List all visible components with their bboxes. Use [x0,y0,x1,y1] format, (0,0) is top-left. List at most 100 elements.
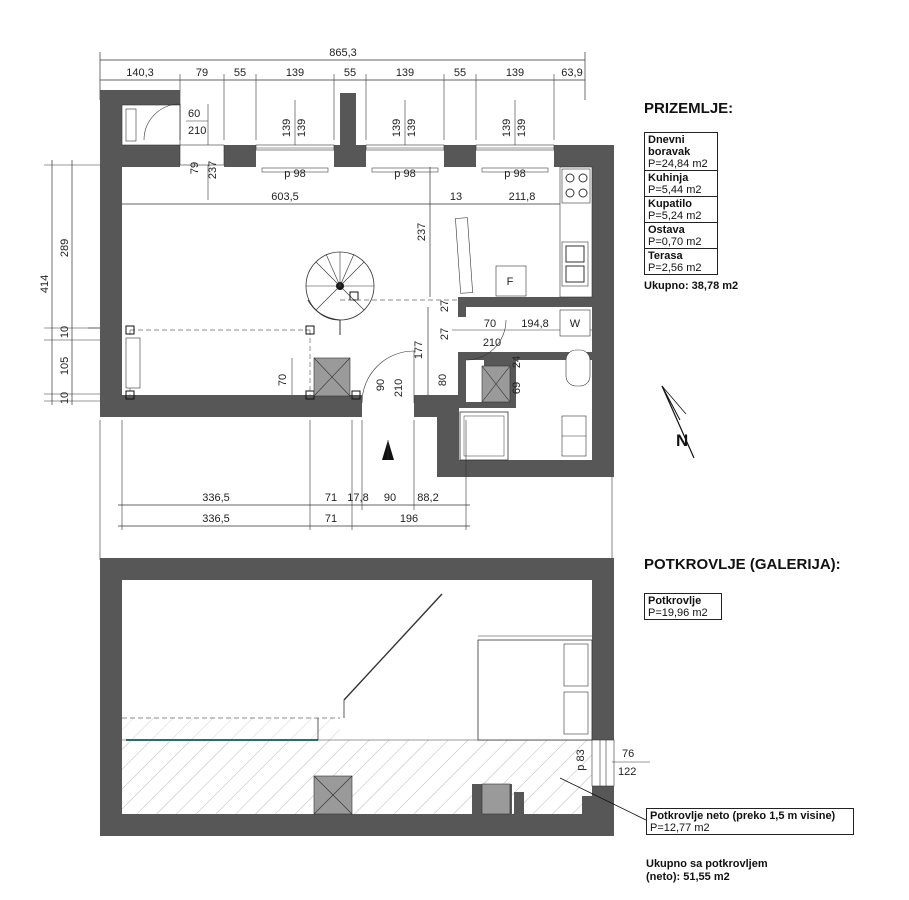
window-h-1b: 139 [296,119,308,137]
dim-210c: 210 [393,379,405,397]
dim-27b: 27 [439,328,451,340]
dim-top-8: 139 [506,67,524,79]
window-h-2a: 139 [391,119,403,137]
room-area: P=12,77 m2 [650,822,710,834]
dim-terrace-door-w: 60 [188,108,200,120]
room-area: P=24,84 m2 [648,158,708,170]
room-name: Dnevni boravak [648,134,691,158]
room-area: P=5,24 m2 [648,210,702,222]
dim-top-6: 139 [396,67,414,79]
dim-left-414: 414 [39,275,51,293]
dim-top-9: 63,9 [561,67,582,79]
dim-bottom1-1: 336,5 [202,492,230,504]
bathroom-door [465,319,507,361]
dim-top-1: 140,3 [126,67,154,79]
dim-70b: 70 [277,374,289,386]
attic-dim-76: 76 [622,748,634,760]
attic-dim-83: p 83 [575,749,587,770]
window-sill-1: p 98 [284,168,305,180]
dim-70a: 70 [484,318,496,330]
room-name: Potkrovlje neto (preko 1,5 m visine) [650,810,836,822]
room-area: P=2,56 m2 [648,262,702,274]
dim-13: 13 [450,191,462,203]
window-h-3b: 139 [516,119,528,137]
room-entry: Kupatilo P=5,24 m2 [645,197,717,223]
window-sill-3: p 98 [504,168,525,180]
dim-terrace-door-h: 210 [188,125,206,137]
fridge-label: F [507,276,514,288]
attic-net-table: Potkrovlje neto (preko 1,5 m visine) P=1… [646,808,854,835]
kitchen-fixtures: F [455,166,593,298]
dim-177: 177 [413,341,425,359]
dim-left-10a: 10 [59,326,71,338]
dim-bottom2-1: 336,5 [202,513,230,525]
window-sill-2: p 98 [394,168,415,180]
room-entry: Terasa P=2,56 m2 [645,249,717,274]
dim-top-7: 55 [454,67,466,79]
room-name: Potkrovlje [648,595,702,607]
dim-top-5: 55 [344,67,356,79]
attic-total-line2: (neto): 51,55 m2 [646,871,730,883]
room-name: Kupatilo [648,198,692,210]
room-name: Ostava [648,224,685,236]
dim-24: 24 [511,356,523,368]
attic-title: POTKROVLJE (GALERIJA): [644,556,841,573]
washer-label: W [570,318,581,330]
dim-bottom1-4: 90 [384,492,396,504]
dim-overall: 865,3 [329,47,357,59]
dim-bottom1-2: 71 [325,492,337,504]
dim-top-2: 79 [196,67,208,79]
ground-floor-total: Ukupno: 38,78 m2 [644,280,739,292]
room-entry: Ostava P=0,70 m2 [645,223,717,249]
ground-floor-title: PRIZEMLJE: [644,100,734,117]
radiator [125,337,141,389]
room-entry: Potkrovlje neto (preko 1,5 m visine) P=1… [647,809,853,834]
attic-total: Ukupno sa potkrovljem (neto): 51,55 m2 [646,858,768,884]
attic-dim-122: 122 [618,766,636,778]
room-entry: Potkrovlje P=19,96 m2 [645,594,721,619]
window-h-3a: 139 [501,119,513,137]
dim-27a: 27 [439,300,451,312]
dim-79: 79 [189,162,201,174]
dim-top-4: 139 [286,67,304,79]
room-area: P=19,96 m2 [648,607,708,619]
dim-603: 603,5 [271,191,299,203]
room-entry: Dnevni boravak P=24,84 m2 [645,133,717,171]
room-area: P=5,44 m2 [648,184,702,196]
terrace-door: 60 210 79 237 [143,103,225,200]
dim-194: 194,8 [521,318,549,330]
bathroom-fixtures: W [459,309,591,461]
dim-left-105: 105 [59,357,71,375]
entrance-door [361,350,415,460]
ground-floor-walls [100,90,614,477]
dim-69: 69 [511,382,523,394]
spiral-stair [305,251,375,335]
dim-237a: 237 [207,161,219,179]
dim-211: 211,8 [509,191,536,203]
room-area: P=0,70 m2 [648,236,702,248]
left-dimensions: 414 289 10 105 10 [39,160,100,405]
bottom-dimensions: 336,5 71 17,8 90 88,2 336,5 71 196 [99,420,613,560]
attic-room-table: Potkrovlje P=19,96 m2 [644,593,722,620]
ground-floor-room-table: Dnevni boravak P=24,84 m2 Kuhinja P=5,44… [644,132,718,275]
dim-left-10b: 10 [59,392,71,404]
north-arrow-icon: N [661,385,695,459]
attic-plan: p 83 76 122 [100,558,650,836]
north-label: N [676,431,688,450]
dim-bottom1-3: 17,8 [347,492,368,504]
window-h-2b: 139 [406,119,418,137]
dim-bottom2-2: 71 [325,513,337,525]
dim-90: 90 [375,379,387,391]
room-entry: Kuhinja P=5,44 m2 [645,171,717,197]
dim-bottom1-5: 88,2 [417,492,438,504]
dim-bottom2-3: 196 [400,513,418,525]
attic-total-line1: Ukupno sa potkrovljem [646,858,768,870]
dim-left-289: 289 [59,239,71,257]
dim-80: 80 [437,374,449,386]
top-dimensions: 865,3 140,3 79 55 139 55 139 55 139 63,9 [99,47,586,140]
dim-top-3: 55 [234,67,246,79]
room-name: Terasa [648,250,683,262]
chimney-blocks [313,357,511,403]
window-h-1a: 139 [281,119,293,137]
